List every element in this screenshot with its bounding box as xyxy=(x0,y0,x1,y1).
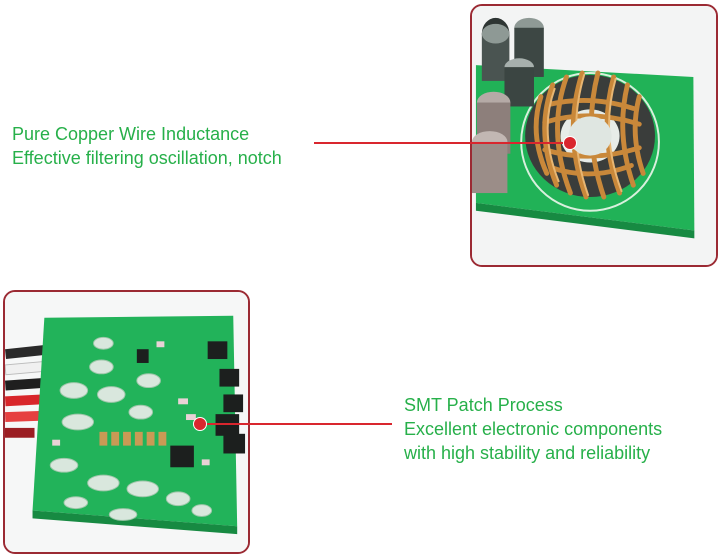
smd-passives xyxy=(52,341,210,466)
smd-chips xyxy=(136,341,246,468)
inductor-feature-title: Pure Copper Wire Inductance xyxy=(12,124,250,144)
capacitor-group xyxy=(472,17,544,194)
smt-pcb-illustration xyxy=(5,292,248,552)
solder-pads xyxy=(49,336,213,521)
inductor-pointer-line xyxy=(314,142,570,144)
smt-pcb-photo xyxy=(3,290,250,554)
smt-feature-line: with high stability and reliability xyxy=(404,443,651,463)
inductor-pointer-dot xyxy=(564,137,576,149)
smt-feature-caption: SMT Patch Process Excellent electronic c… xyxy=(404,393,662,465)
inductor-illustration xyxy=(472,6,716,265)
inductor-feature-description: Effective filtering oscillation, notch xyxy=(12,148,282,168)
inductor-photo xyxy=(470,4,718,267)
smt-pointer-dot xyxy=(194,418,206,430)
smt-pointer-line xyxy=(200,423,392,425)
inductor-feature-caption: Pure Copper Wire Inductance Effective fi… xyxy=(12,122,282,170)
smt-feature-line: Excellent electronic components xyxy=(404,419,663,439)
smt-feature-title: SMT Patch Process xyxy=(404,395,563,415)
resistor-array xyxy=(99,431,167,446)
toroid-inductor xyxy=(525,70,655,200)
